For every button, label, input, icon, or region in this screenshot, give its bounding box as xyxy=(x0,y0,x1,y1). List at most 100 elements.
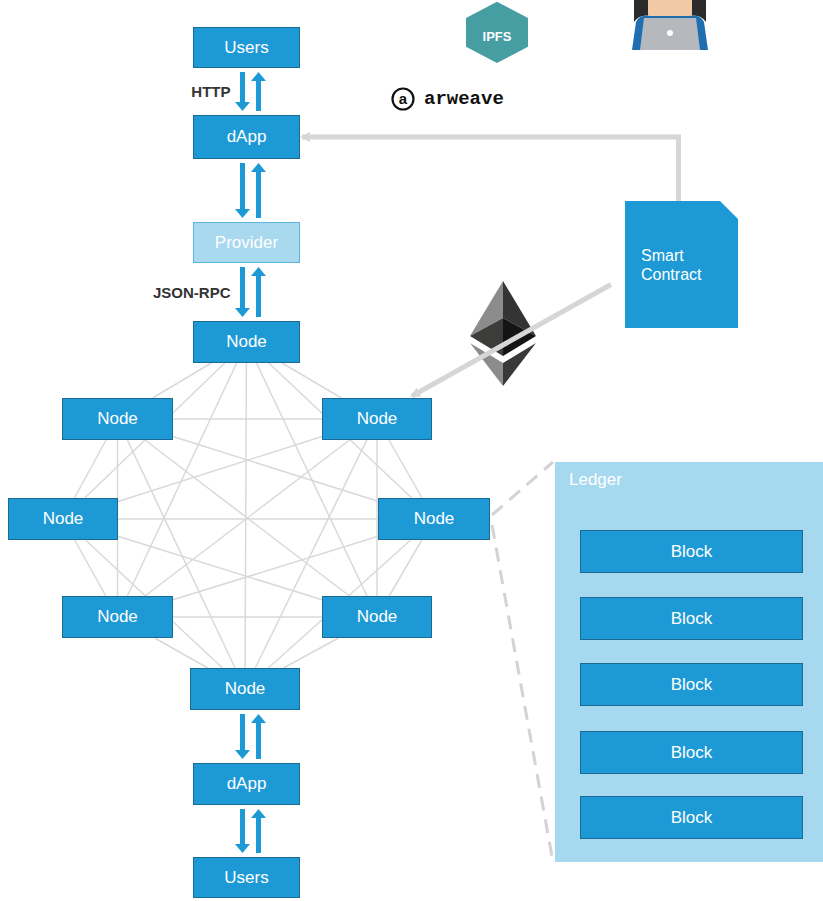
connector xyxy=(235,267,266,317)
peer-link xyxy=(389,540,422,596)
arrow-head xyxy=(235,750,250,759)
node-label: Node xyxy=(357,409,398,429)
arrow-head xyxy=(251,72,266,81)
connector xyxy=(173,536,378,599)
connector xyxy=(118,437,322,502)
peer-link xyxy=(173,437,378,502)
node-label: Node xyxy=(225,679,266,699)
connector xyxy=(389,440,422,498)
connector xyxy=(173,437,378,502)
connector xyxy=(284,638,339,668)
node-label: Node xyxy=(43,509,84,529)
connector xyxy=(155,638,208,668)
node-box: Node xyxy=(378,498,490,540)
arrow-head xyxy=(235,308,250,317)
node-box: Node xyxy=(62,596,173,638)
node-box: Node xyxy=(322,596,432,638)
connector xyxy=(145,440,349,596)
arrow-shaft xyxy=(256,81,261,111)
arrow-head xyxy=(251,714,266,723)
node-label: Node xyxy=(414,509,455,529)
peer-link xyxy=(145,440,349,596)
peer-link xyxy=(282,363,341,398)
dapp-box: dApp xyxy=(193,763,300,805)
peer-link xyxy=(245,363,246,668)
connector xyxy=(412,285,611,397)
block-box: Block xyxy=(580,663,803,706)
node-label: dApp xyxy=(227,774,267,794)
arrow-shaft xyxy=(240,267,245,308)
ipfs-logo xyxy=(466,2,528,63)
block-box: Block xyxy=(580,796,803,839)
ipfs-wordmark: IPFS xyxy=(483,29,512,44)
zoom-leader xyxy=(492,525,553,862)
connector xyxy=(75,540,106,596)
connector xyxy=(118,519,378,520)
deploy-line xyxy=(412,285,611,397)
node-box: Node xyxy=(62,398,173,440)
node-label: Users xyxy=(224,38,268,58)
node-label: Block xyxy=(671,808,713,828)
peer-link xyxy=(173,616,322,618)
peer-link xyxy=(118,437,322,502)
connector xyxy=(173,419,322,420)
user-box: Users xyxy=(193,857,300,898)
arrow-head xyxy=(251,809,266,818)
peer-link xyxy=(155,638,208,668)
arrow-shaft xyxy=(240,163,245,209)
connector xyxy=(235,72,266,111)
node-label: Block xyxy=(671,609,713,629)
block-box: Block xyxy=(580,597,803,640)
connector xyxy=(235,714,266,759)
peer-link xyxy=(74,440,106,498)
peer-link xyxy=(389,440,422,498)
arrow-shaft xyxy=(240,809,245,844)
node-label: Provider xyxy=(215,233,278,253)
developer-illustration xyxy=(632,0,708,50)
arrow-shaft xyxy=(256,172,261,218)
node-box: Node xyxy=(193,321,300,363)
node-box: Node xyxy=(190,668,300,710)
arrow-head xyxy=(235,844,250,853)
node-label: Node xyxy=(226,332,267,352)
node-label: Block xyxy=(671,743,713,763)
protocol-label: HTTP xyxy=(191,83,230,100)
arrow-shaft xyxy=(240,72,245,102)
arrow-head xyxy=(235,102,250,111)
arrow-shaft xyxy=(256,818,261,853)
connector xyxy=(173,617,322,618)
connector xyxy=(145,440,349,596)
panel-title: Ledger xyxy=(569,470,622,490)
node-label: Block xyxy=(671,675,713,695)
node-label: Smart Contract xyxy=(641,246,721,284)
arweave-logo xyxy=(393,89,414,110)
node-label: Users xyxy=(224,868,268,888)
peer-link xyxy=(118,536,322,600)
block-box: Block xyxy=(580,530,803,573)
arrow-head xyxy=(235,209,250,218)
peer-link xyxy=(284,638,339,668)
user-box: Users xyxy=(193,27,300,68)
arrow-head xyxy=(251,267,266,276)
peer-link xyxy=(153,363,212,398)
document-outline xyxy=(625,201,738,328)
node-box: Node xyxy=(8,498,118,540)
connector xyxy=(282,363,341,398)
peer-link xyxy=(118,518,378,520)
node-label: Block xyxy=(671,542,713,562)
connector xyxy=(235,809,266,853)
ledger-panel: LedgerBlockBlockBlockBlockBlock xyxy=(555,462,823,862)
node-box: Node xyxy=(322,398,432,440)
protocol-label: JSON-RPC xyxy=(153,284,231,301)
node-label: Node xyxy=(97,409,138,429)
peer-link xyxy=(173,536,378,599)
connector xyxy=(235,163,266,218)
node-label: Node xyxy=(97,607,138,627)
arrow-shaft xyxy=(240,714,245,750)
document-shape xyxy=(625,201,738,328)
peer-link xyxy=(75,540,106,596)
zoom-leader xyxy=(492,462,553,515)
peer-link xyxy=(145,440,349,596)
deploy-line xyxy=(302,137,679,201)
provider-box: Provider xyxy=(193,222,300,263)
